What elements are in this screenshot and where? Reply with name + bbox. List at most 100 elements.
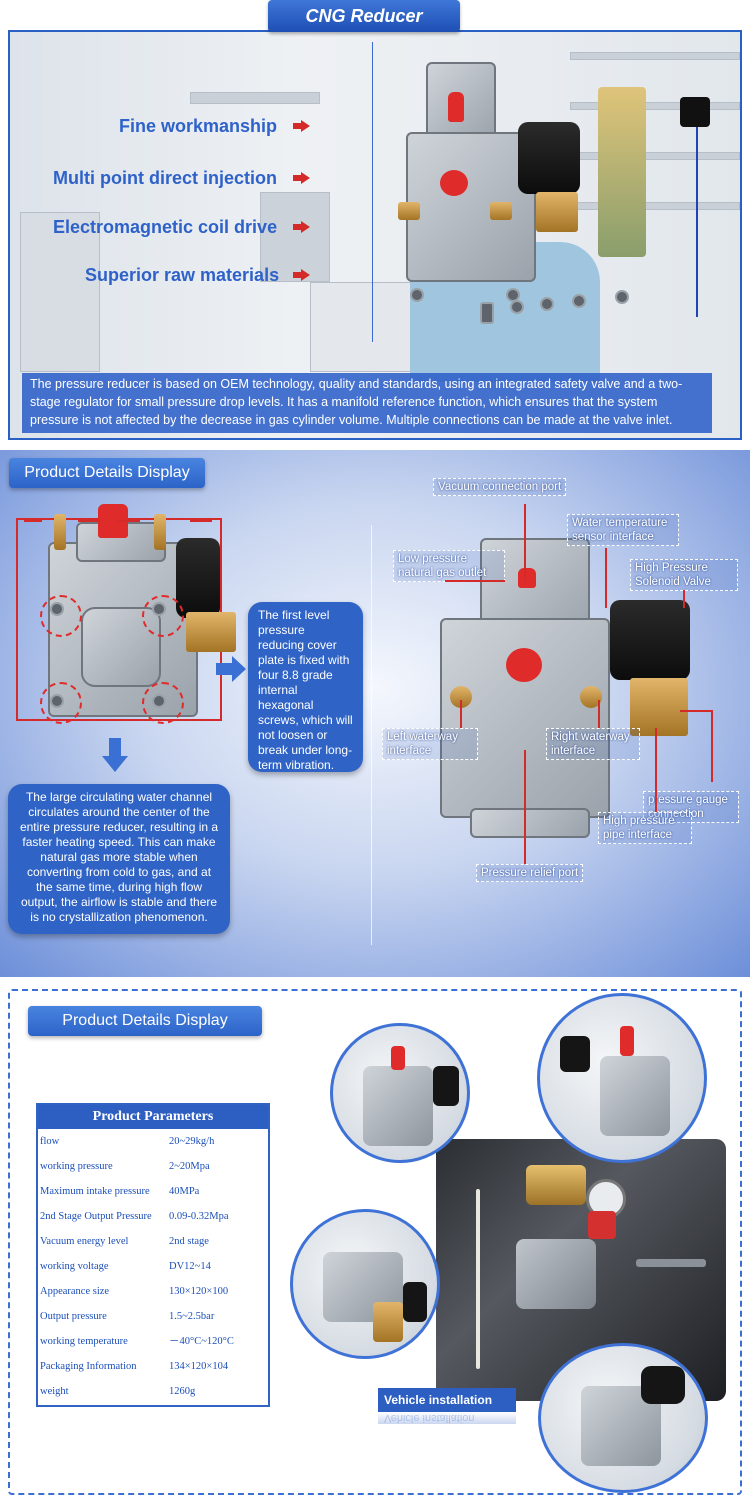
parameters-title: Product Parameters	[38, 1105, 268, 1129]
screw	[510, 300, 524, 314]
vehicle-installation-label: Vehicle installation	[378, 1388, 516, 1412]
details-title: Product Details Display	[9, 458, 205, 488]
connector-wire	[696, 127, 698, 317]
param-value: 20~29kg/h	[169, 1136, 215, 1147]
screw	[480, 302, 494, 324]
table-row: flow 20~29kg/h	[38, 1129, 268, 1154]
param-name: working pressure	[40, 1161, 113, 1172]
machine	[20, 212, 100, 372]
red-arrow-icon	[293, 269, 311, 281]
details-section: Product Details Display The first level …	[0, 450, 750, 977]
param-name: Vacuum energy level	[40, 1236, 129, 1247]
pointer-line	[711, 710, 713, 782]
feature-injection: Multi point direct injection	[53, 168, 277, 188]
screw	[540, 297, 554, 311]
shelf	[570, 102, 740, 110]
feature-workmanship: Fine workmanship	[119, 116, 278, 136]
label-solenoid-valve: High Pressure Solenoid Valve	[630, 559, 738, 591]
feature-coil-drive: Electromagnetic coil drive	[53, 217, 278, 237]
param-name: Appearance size	[40, 1286, 110, 1297]
pointer-arrow	[118, 520, 140, 522]
product-photo-4	[538, 1343, 708, 1493]
details-title-2: Product Details Display	[28, 1006, 262, 1036]
monitor	[260, 192, 330, 282]
label-high-pressure-pipe: High pressure pipe interface	[598, 812, 692, 844]
red-arrow-icon	[293, 221, 311, 233]
pointer-line	[655, 728, 657, 812]
pointer-line	[524, 750, 526, 864]
param-value: 1.5~2.5bar	[169, 1311, 215, 1322]
screw-marker	[142, 682, 184, 724]
param-value: 134×120×104	[169, 1361, 229, 1372]
shelf	[190, 92, 320, 104]
screw	[615, 290, 629, 304]
feature-materials: Superior raw materials	[85, 265, 280, 285]
divider-line	[372, 42, 373, 342]
screw-marker	[40, 682, 82, 724]
mounting-bracket	[598, 87, 646, 257]
param-value: 2nd stage	[169, 1236, 209, 1247]
param-value: 40MPa	[169, 1186, 200, 1197]
intro-section: CNG Reducer Fine workmanship Multi point…	[0, 0, 750, 445]
label-right-waterway: Right waterway interface	[546, 728, 640, 760]
param-name: Output pressure	[40, 1311, 107, 1322]
param-value: 0.09-0.32Mpa	[169, 1211, 229, 1222]
param-name: 2nd Stage Output Pressure	[40, 1211, 152, 1222]
screw-marker	[142, 595, 184, 637]
table-row: 2nd Stage Output Pressure 0.09-0.32Mpa	[38, 1204, 268, 1229]
screw-marker	[40, 595, 82, 637]
param-name: working temperature	[40, 1336, 128, 1347]
table-row: weight 1260g	[38, 1379, 268, 1404]
screw	[572, 294, 586, 308]
table-row: Maximum intake pressure 40MPa	[38, 1179, 268, 1204]
param-value: 2~20Mpa	[169, 1161, 210, 1172]
product-photo-2	[537, 993, 707, 1163]
table-row: working voltage DV12~14	[38, 1254, 268, 1279]
shelf	[570, 52, 740, 60]
intro-description: The pressure reducer is based on OEM tec…	[22, 373, 712, 433]
pointer-arrow	[24, 520, 42, 522]
param-value: 130×120×100	[169, 1286, 229, 1297]
label-reflection: Vehicle installation	[378, 1412, 516, 1424]
table-row: Vacuum energy level 2nd stage	[38, 1229, 268, 1254]
connector-plug	[680, 97, 710, 127]
pointer-line	[598, 700, 600, 728]
divider-line	[371, 525, 372, 945]
pointer-line	[445, 580, 505, 582]
param-value: 1260g	[169, 1386, 196, 1397]
parameters-table: Product Parameters flow 20~29kg/h working …	[36, 1103, 270, 1407]
param-name: Maximum intake pressure	[40, 1186, 150, 1197]
param-name: weight	[40, 1386, 69, 1397]
param-name: working voltage	[40, 1261, 109, 1272]
product-photo-1	[330, 1023, 470, 1163]
param-name: Packaging Information	[40, 1361, 137, 1372]
cng-reducer-product	[398, 62, 598, 312]
table-row: Output pressure 1.5~2.5bar	[38, 1304, 268, 1329]
table-row: working temperature －40°C~120°C	[38, 1329, 268, 1354]
param-value: －40°C~120°C	[169, 1336, 234, 1347]
table-row: Packaging Information 134×120×104	[38, 1354, 268, 1379]
red-arrow-icon	[293, 120, 311, 132]
label-vacuum-port: Vacuum connection port	[433, 478, 567, 496]
red-arrow-icon	[293, 172, 311, 184]
screw-note: The first level pressure reducing cover …	[248, 602, 363, 772]
pointer-arrow	[190, 520, 212, 522]
table-row: working pressure 2~20Mpa	[38, 1154, 268, 1179]
reducer-labeled-view	[440, 538, 700, 838]
label-water-temp: Water temperature sensor interface	[567, 514, 679, 546]
label-low-pressure-outlet: Low pressure natural gas outlet	[393, 550, 505, 582]
param-name: flow	[40, 1136, 60, 1147]
right-arrow-icon	[216, 656, 246, 682]
page-title: CNG Reducer	[268, 0, 460, 32]
pointer-line	[605, 548, 607, 608]
pointer-line	[683, 590, 685, 608]
pointer-arrow	[78, 520, 100, 522]
pointer-line	[680, 710, 712, 712]
label-left-waterway: Left waterway interface	[382, 728, 478, 760]
pointer-line	[460, 700, 462, 728]
param-value: DV12~14	[169, 1261, 211, 1272]
table-row: Appearance size 130×120×100	[38, 1279, 268, 1304]
water-channel-note: The large circulating water channel circ…	[8, 784, 230, 934]
section-frame	[8, 989, 742, 1495]
